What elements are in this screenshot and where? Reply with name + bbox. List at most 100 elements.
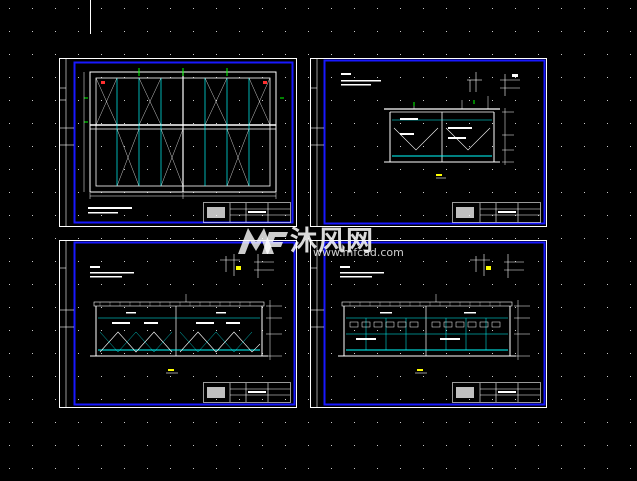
grid-dot — [538, 100, 539, 101]
grid-dot — [101, 307, 102, 308]
grid-dot — [32, 31, 33, 32]
grid-dot — [9, 399, 10, 400]
drawing-sheet-longitudinal-hoppers[interactable] — [59, 240, 297, 408]
grid-dot — [423, 123, 424, 124]
grid-dot — [492, 123, 493, 124]
grid-dot — [630, 261, 631, 262]
grid-dot — [561, 54, 562, 55]
grid-dot — [515, 8, 516, 9]
grid-dot — [308, 169, 309, 170]
grid-dot — [400, 376, 401, 377]
grid-dot — [239, 215, 240, 216]
grid-dot — [78, 100, 79, 101]
snap-grid — [9, 8, 631, 469]
grid-dot — [331, 376, 332, 377]
grid-dot — [446, 123, 447, 124]
grid-dot — [331, 123, 332, 124]
grid-dot — [630, 146, 631, 147]
grid-dot — [469, 100, 470, 101]
grid-dot — [492, 468, 493, 469]
grid-dot — [285, 445, 286, 446]
grid-dot — [216, 8, 217, 9]
grid-dot — [55, 100, 56, 101]
grid-dot — [308, 192, 309, 193]
grid-dot — [216, 445, 217, 446]
grid-dot — [400, 468, 401, 469]
grid-dot — [584, 284, 585, 285]
grid-dot — [308, 77, 309, 78]
grid-dot — [331, 169, 332, 170]
grid-dot — [446, 169, 447, 170]
grid-dot — [538, 169, 539, 170]
grid-dot — [55, 169, 56, 170]
grid-dot — [607, 77, 608, 78]
grid-dot — [32, 353, 33, 354]
grid-dot — [607, 376, 608, 377]
grid-dot — [630, 468, 631, 469]
grid-dot — [308, 353, 309, 354]
grid-dot — [469, 284, 470, 285]
grid-dot — [32, 422, 33, 423]
grid-dot — [492, 399, 493, 400]
grid-dot — [446, 261, 447, 262]
grid-dot — [147, 422, 148, 423]
grid-dot — [607, 422, 608, 423]
grid-dot — [331, 307, 332, 308]
title-block — [452, 202, 541, 223]
grid-dot — [377, 215, 378, 216]
grid-dot — [515, 422, 516, 423]
grid-dot — [469, 31, 470, 32]
grid-dot — [78, 284, 79, 285]
grid-dot — [377, 468, 378, 469]
grid-dot — [630, 330, 631, 331]
grid-dot — [446, 8, 447, 9]
grid-dot — [446, 146, 447, 147]
grid-dot — [584, 422, 585, 423]
section-detail-callout — [470, 254, 524, 278]
grid-dot — [377, 330, 378, 331]
drawing-sheet-section[interactable] — [310, 58, 547, 227]
grid-dot — [469, 353, 470, 354]
grid-dot — [423, 169, 424, 170]
grid-dot — [32, 146, 33, 147]
grid-dot — [607, 192, 608, 193]
grid-dot — [446, 54, 447, 55]
grid-dot — [147, 261, 148, 262]
grid-dot — [55, 468, 56, 469]
grid-dot — [239, 31, 240, 32]
grid-dot — [469, 169, 470, 170]
drawing-sheet-plan[interactable] — [59, 58, 297, 227]
grid-dot — [377, 238, 378, 239]
grid-dot — [377, 169, 378, 170]
grid-dot — [193, 123, 194, 124]
grid-dot — [262, 261, 263, 262]
grid-dot — [124, 353, 125, 354]
grid-dot — [262, 468, 263, 469]
grid-dot — [262, 284, 263, 285]
grid-dot — [216, 146, 217, 147]
grid-dot — [515, 445, 516, 446]
grid-dot — [101, 146, 102, 147]
grid-dot — [32, 8, 33, 9]
grid-dot — [170, 376, 171, 377]
grid-dot — [285, 123, 286, 124]
grid-dot — [216, 54, 217, 55]
drawing-sheet-longitudinal-tubes[interactable] — [310, 240, 547, 408]
grid-dot — [9, 146, 10, 147]
grid-dot — [331, 8, 332, 9]
grid-dot — [55, 8, 56, 9]
grid-dot — [423, 399, 424, 400]
grid-dot — [423, 100, 424, 101]
grid-dot — [55, 31, 56, 32]
grid-dot — [515, 192, 516, 193]
grid-dot — [354, 399, 355, 400]
grid-dot — [239, 307, 240, 308]
grid-dot — [446, 353, 447, 354]
grid-dot — [354, 422, 355, 423]
grid-dot — [492, 330, 493, 331]
grid-dot — [124, 100, 125, 101]
grid-dot — [55, 54, 56, 55]
grid-dot — [469, 261, 470, 262]
grid-dot — [400, 8, 401, 9]
